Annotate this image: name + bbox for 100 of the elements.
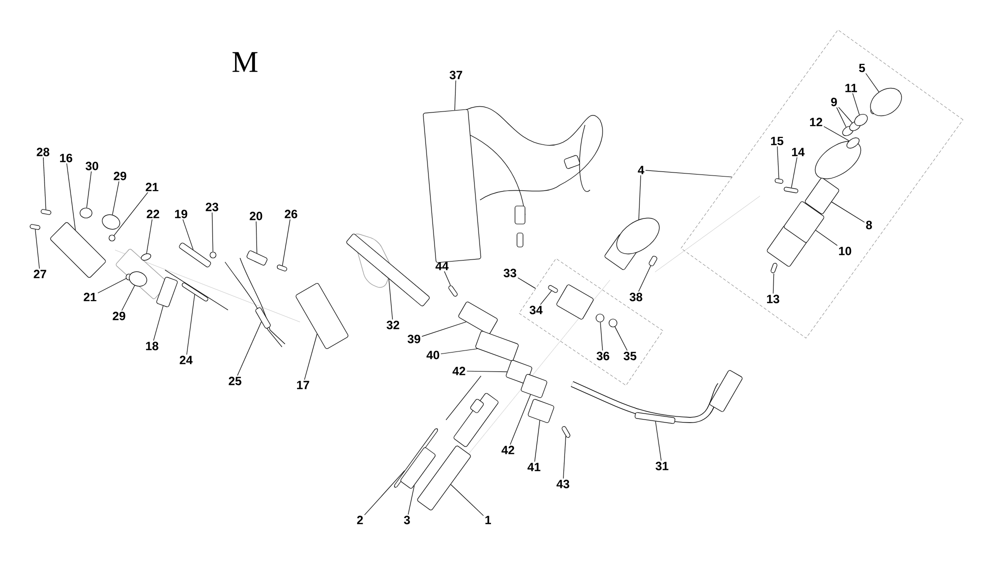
callout-number: 37 xyxy=(450,70,462,80)
screw xyxy=(40,209,52,215)
callout-number: 29 xyxy=(114,172,126,180)
leader-line xyxy=(450,484,484,516)
leader-line xyxy=(638,175,642,220)
callout-number: 41 xyxy=(528,462,540,472)
callout-number: 4 xyxy=(638,166,644,174)
handle-tube xyxy=(346,234,430,306)
clip xyxy=(140,253,152,261)
sleeve xyxy=(804,178,840,214)
leader-line xyxy=(440,348,478,354)
bolt xyxy=(562,426,570,438)
sleeve xyxy=(400,447,436,489)
callout-number: 8 xyxy=(866,220,872,230)
leader-line xyxy=(237,321,262,376)
callout-number: 19 xyxy=(175,210,188,218)
leader-line xyxy=(563,436,566,479)
bolt xyxy=(784,186,798,194)
leader-line xyxy=(655,421,662,461)
leader-line xyxy=(776,146,780,179)
leader-line xyxy=(186,294,195,355)
callout-number: 23 xyxy=(206,202,218,212)
grip xyxy=(296,283,348,349)
bolt xyxy=(648,256,658,266)
cable-sleeve xyxy=(182,282,208,302)
leader-line xyxy=(422,322,466,337)
callout-number: 22 xyxy=(146,210,160,218)
leader-line xyxy=(852,93,860,116)
tube xyxy=(417,446,471,510)
clamp xyxy=(458,302,498,334)
leader-line xyxy=(153,306,164,341)
leader-line xyxy=(838,106,852,124)
leader-line xyxy=(614,326,628,351)
leader-line xyxy=(364,470,405,516)
switch xyxy=(246,250,268,266)
screw xyxy=(774,178,784,184)
callout-number: 15 xyxy=(771,136,784,146)
leader-line xyxy=(466,370,508,372)
leader-line xyxy=(146,219,152,254)
callout-number: 42 xyxy=(452,366,466,376)
callout-number: 29 xyxy=(112,312,126,320)
screw xyxy=(548,285,558,293)
screw xyxy=(30,224,40,230)
callout-number: 34 xyxy=(530,306,543,314)
leader-line xyxy=(86,171,92,208)
callout-number: 24 xyxy=(180,356,193,364)
callout-number: 10 xyxy=(839,246,852,256)
callout-number: 2 xyxy=(357,516,363,524)
leader-line xyxy=(282,219,290,266)
leader-line xyxy=(112,181,120,216)
callout-number: 42 xyxy=(502,446,514,454)
handle-tube xyxy=(634,412,676,424)
callout-number: 28 xyxy=(36,148,50,156)
ring xyxy=(846,138,860,148)
leader-line xyxy=(772,273,774,294)
knob xyxy=(870,88,902,116)
callout-number: 14 xyxy=(792,148,805,156)
ring xyxy=(102,214,120,230)
ring xyxy=(80,208,92,218)
callout-number: 40 xyxy=(426,350,440,360)
leader-line xyxy=(454,80,456,110)
housing-flange xyxy=(616,218,660,254)
harness-pad xyxy=(422,109,482,263)
cradle xyxy=(506,360,532,384)
ring xyxy=(854,114,868,126)
leader-line xyxy=(824,126,850,142)
callout-number: 11 xyxy=(845,84,857,92)
screw xyxy=(276,264,288,272)
screw xyxy=(770,262,778,274)
leader-line xyxy=(444,271,451,286)
callout-number: 12 xyxy=(810,118,822,126)
leader-line xyxy=(791,157,798,188)
callout-number: 17 xyxy=(297,380,310,390)
callout-number: 18 xyxy=(146,342,158,350)
leader-line xyxy=(815,230,838,246)
leader-line xyxy=(645,170,732,178)
callout-number: 13 xyxy=(767,294,780,304)
callout-number: 20 xyxy=(250,212,262,220)
leader-line xyxy=(510,394,531,445)
cradle xyxy=(520,374,548,398)
leader-line xyxy=(408,485,415,515)
leader-line xyxy=(831,202,865,222)
assembly-group-frame xyxy=(518,258,664,386)
callout-number: 25 xyxy=(228,376,242,386)
callout-number: 3 xyxy=(404,516,410,524)
callout-number: 5 xyxy=(859,64,865,72)
cup xyxy=(784,201,824,243)
assembly-group-frame xyxy=(680,30,964,338)
leader-line xyxy=(98,278,126,294)
nut xyxy=(108,234,116,242)
callout-number: 26 xyxy=(284,210,298,218)
leader-line xyxy=(304,334,318,380)
ring xyxy=(128,271,148,287)
leader-line xyxy=(182,219,194,250)
callout-number: 36 xyxy=(596,352,610,360)
leader-line xyxy=(34,229,40,269)
callout-number: 30 xyxy=(86,162,98,170)
leader-line xyxy=(518,277,536,289)
callout-number: 16 xyxy=(60,154,72,162)
callout-number: 32 xyxy=(386,320,400,330)
